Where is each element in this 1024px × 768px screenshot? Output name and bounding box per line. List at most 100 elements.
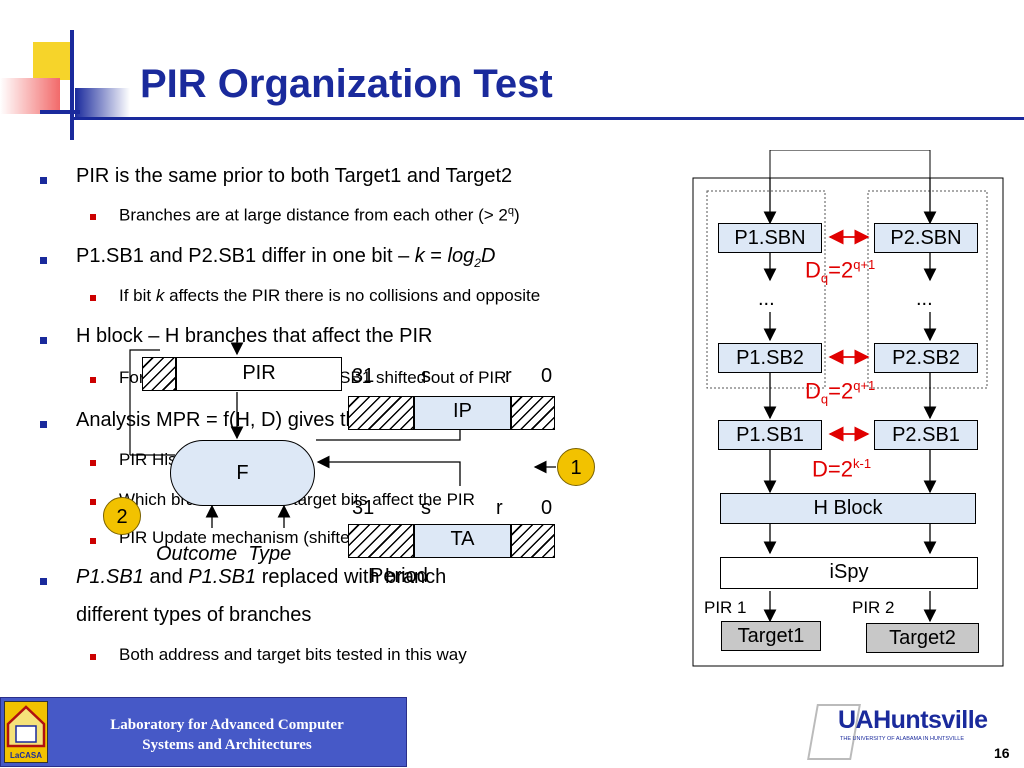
decor-horizontal-bar bbox=[40, 110, 80, 114]
dq-bottom-eq: =2 bbox=[828, 378, 854, 404]
house-icon bbox=[6, 705, 46, 748]
uah-logo: UAHuntsville THE UNIVERSITY OF ALABAMA I… bbox=[806, 700, 1024, 760]
bullet-marker bbox=[40, 257, 47, 264]
h-block-box: H Block bbox=[720, 493, 976, 524]
ta-bit-s: s bbox=[421, 497, 431, 519]
uah-logo-subtext: THE UNIVERSITY OF ALABAMA IN HUNTSVILLE bbox=[840, 736, 964, 742]
slide-title: PIR Organization Test bbox=[140, 62, 553, 106]
subbullet-1-end: ) bbox=[513, 205, 520, 225]
decor-vertical-bar bbox=[70, 30, 74, 140]
bullet-2-d: D bbox=[480, 245, 496, 267]
marker-circle-1: 1 bbox=[557, 448, 595, 486]
bullet-2-sub: 2 bbox=[474, 256, 481, 270]
lacasa-logo: LaCASA bbox=[4, 701, 48, 763]
bullet-1: PIR is the same prior to both Target1 an… bbox=[76, 165, 513, 187]
page-number: 16 bbox=[994, 745, 1010, 761]
bullet-2-text: P1.SB1 and P2.SB1 differ in one bit – bbox=[76, 245, 415, 267]
ta-bit-31: 31 bbox=[352, 497, 375, 519]
subbullet-1-sup: q bbox=[507, 205, 514, 217]
bullet-marker bbox=[40, 421, 47, 428]
dq-top-base: D bbox=[805, 257, 821, 283]
bullet-5: P1.SB1 and P1.SB1 replaced with branch bbox=[76, 566, 446, 589]
footer-lab-banner bbox=[0, 697, 407, 767]
dk-sup: k-1 bbox=[852, 456, 872, 471]
ellipsis-left: ... bbox=[758, 288, 775, 310]
subbullet-marker bbox=[90, 460, 96, 466]
pir1-label: PIR 1 bbox=[704, 598, 747, 617]
subbullet-marker bbox=[90, 295, 96, 301]
bullet-5-line2: different types of branches bbox=[76, 604, 312, 626]
ip-register-hatch-right bbox=[511, 396, 555, 430]
dq-top-eq: =2 bbox=[828, 257, 854, 283]
uah-logo-text: UAHuntsville bbox=[838, 706, 988, 734]
dk-label: D=2k-1 bbox=[812, 456, 871, 482]
function-f-label: F bbox=[236, 462, 249, 484]
subbullet-1: Branches are at large distance from each… bbox=[119, 205, 520, 226]
ip-bit-s: s bbox=[421, 365, 431, 387]
subbullet-marker bbox=[90, 377, 96, 383]
dq-top-sup: q+1 bbox=[853, 257, 876, 272]
ta-register-hatch-left bbox=[348, 524, 414, 558]
footer-lab-name: Laboratory for Advanced Computer Systems… bbox=[62, 715, 392, 755]
dq-label-top: Dq=2q+1 bbox=[805, 257, 875, 286]
p2-sbn-box: P2.SBN bbox=[874, 223, 978, 253]
p1-sb2-box: P1.SB2 bbox=[718, 343, 822, 373]
footer-lab-name-line2: Systems and Architectures bbox=[142, 737, 312, 753]
dk-text: D=2 bbox=[812, 456, 853, 482]
p2-sb1-box: P2.SB1 bbox=[874, 420, 978, 450]
ip-bit-0: 0 bbox=[541, 365, 553, 387]
ip-register-hatch-left bbox=[348, 396, 414, 430]
subbullet-marker bbox=[90, 538, 96, 544]
bullet-5-pre: P1.SB1 bbox=[76, 566, 144, 588]
bullet-5-text: replaced with branch bbox=[256, 566, 447, 588]
footer-lab-name-line1: Laboratory for Advanced Computer bbox=[110, 717, 344, 733]
bullet-5-post: P1.SB1 bbox=[188, 566, 257, 588]
marker-circle-2: 2 bbox=[103, 497, 141, 535]
ta-register: TA bbox=[414, 524, 511, 558]
subbullet-marker bbox=[90, 499, 96, 505]
bullet-5-mid: and bbox=[143, 566, 189, 588]
bullet-marker bbox=[40, 578, 47, 585]
ispy-box: iSpy bbox=[720, 557, 978, 589]
pir-register-hatch bbox=[142, 357, 176, 391]
bullet-marker bbox=[40, 177, 47, 184]
ip-bit-31: 31 bbox=[352, 365, 375, 387]
ta-bit-r: r bbox=[496, 497, 503, 519]
dq-bottom-sub: q bbox=[820, 391, 829, 407]
dq-label-bottom: Dq=2q+1 bbox=[805, 378, 875, 407]
bullet-2-eq: = bbox=[424, 245, 448, 267]
bullet-marker bbox=[40, 337, 47, 344]
ta-bit-0: 0 bbox=[541, 497, 553, 519]
dq-top-sub: q bbox=[820, 270, 829, 286]
branch-diagram-lines bbox=[692, 150, 1004, 667]
subbullet-2-b: affects the PIR there is no collisions a… bbox=[164, 286, 541, 305]
pir2-label: PIR 2 bbox=[852, 598, 895, 617]
decor-red-square bbox=[0, 78, 60, 114]
ip-bit-r: r bbox=[505, 365, 512, 387]
decor-yellow-square bbox=[33, 42, 71, 80]
title-underline bbox=[70, 117, 1024, 120]
subbullet-marker bbox=[90, 654, 96, 660]
subbullet-2: If bit k affects the PIR there is no col… bbox=[119, 286, 540, 306]
lacasa-logo-text: LaCASA bbox=[9, 751, 42, 760]
target2-box: Target2 bbox=[866, 623, 979, 653]
subbullet-2-k: k bbox=[155, 286, 165, 305]
subbullet-2-a: If bit bbox=[119, 286, 156, 305]
outcome-type-label: Outcome Type bbox=[156, 543, 292, 565]
target1-box: Target1 bbox=[721, 621, 821, 651]
decor-blue-square bbox=[75, 88, 130, 118]
period-label: Period bbox=[370, 565, 428, 587]
p1-sbn-box: P1.SBN bbox=[718, 223, 822, 253]
subbullet-marker bbox=[90, 214, 96, 220]
dq-bottom-sup: q+1 bbox=[853, 378, 876, 393]
subbullet-7: Both address and target bits tested in t… bbox=[119, 645, 467, 664]
ta-register-hatch-right bbox=[511, 524, 555, 558]
pir-register: PIR bbox=[176, 357, 342, 391]
p1-sb1-box: P1.SB1 bbox=[718, 420, 822, 450]
bullet-2: P1.SB1 and P2.SB1 differ in one bit – k … bbox=[76, 245, 495, 270]
p2-sb2-box: P2.SB2 bbox=[874, 343, 978, 373]
dq-bottom-base: D bbox=[805, 378, 821, 404]
bullet-2-k: k bbox=[414, 245, 425, 267]
bullet-2-log: log bbox=[447, 245, 475, 267]
ellipsis-right: ... bbox=[916, 288, 933, 310]
